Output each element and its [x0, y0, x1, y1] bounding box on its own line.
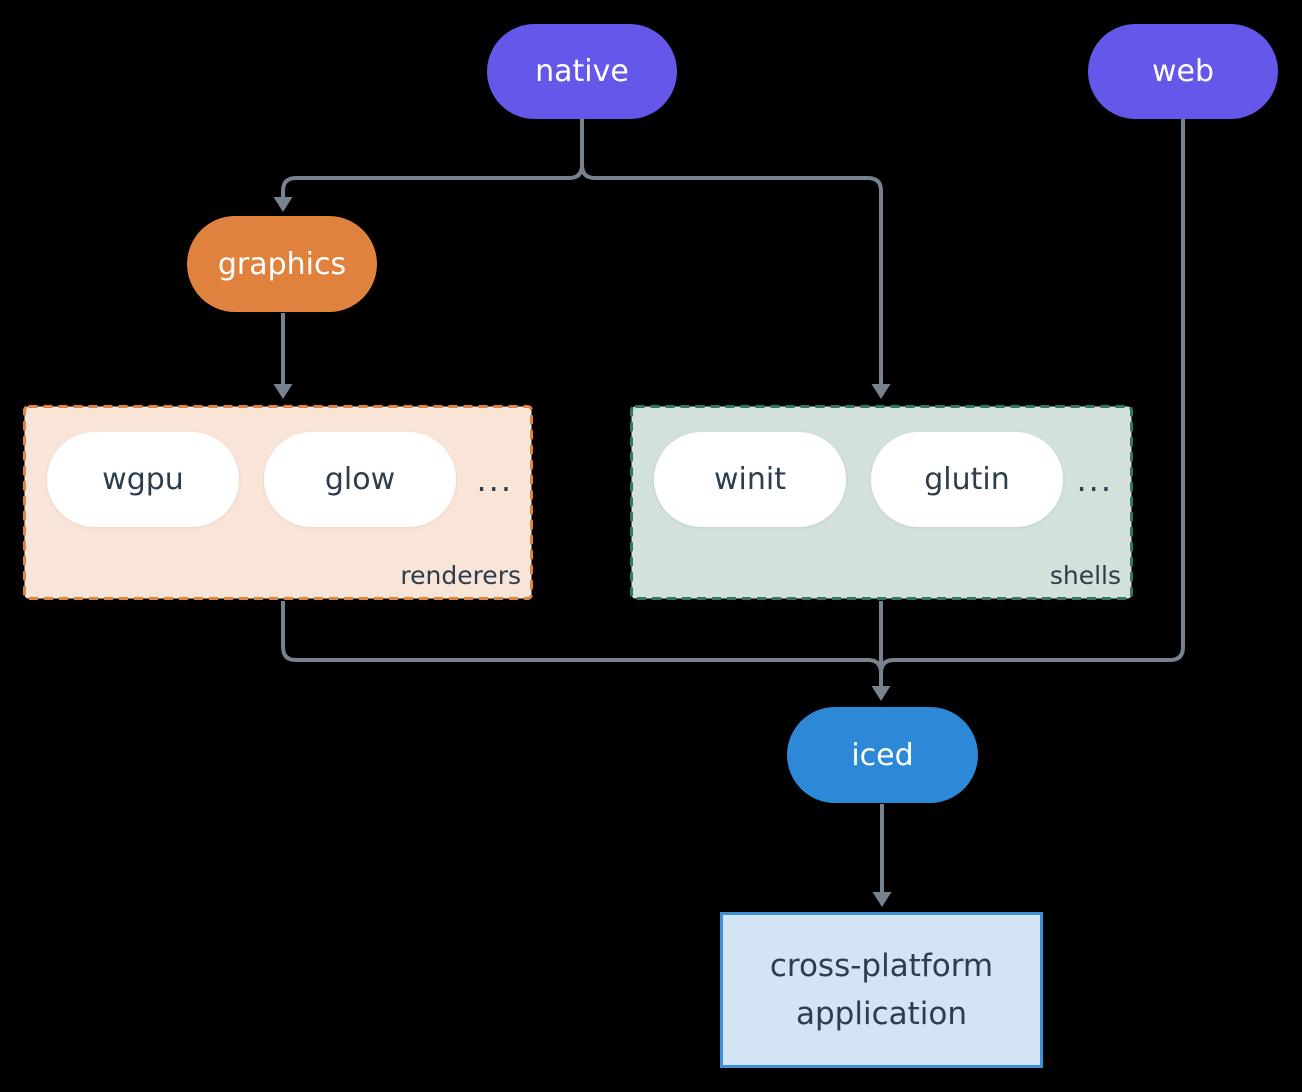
node-graphics-label: graphics — [217, 246, 347, 282]
shells-ellipsis: ... — [1076, 460, 1113, 499]
pill-glutin-label: glutin — [924, 462, 1010, 497]
arrowhead-to-application — [872, 892, 892, 907]
arrowhead-to-shells — [871, 384, 891, 399]
group-label-shells: shells — [1049, 561, 1121, 590]
node-native: native — [487, 24, 677, 119]
pill-winit: winit — [654, 432, 846, 527]
application-label: cross-platform application — [769, 948, 994, 1032]
pill-winit-label: winit — [714, 462, 786, 497]
pill-glow-label: glow — [324, 462, 396, 497]
arrowhead-to-graphics — [273, 197, 293, 212]
pill-wgpu: wgpu — [47, 432, 239, 527]
arrowhead-to-iced — [871, 686, 891, 701]
node-iced-label: iced — [851, 737, 914, 773]
group-label-renderers: renderers — [400, 561, 521, 590]
group-shells: winit glutin ... shells — [630, 405, 1133, 600]
pill-glutin: glutin — [871, 432, 1063, 527]
node-graphics: graphics — [187, 216, 377, 312]
edge-native-graphics — [281, 119, 584, 197]
node-cross-platform-application: cross-platform application — [720, 912, 1043, 1068]
node-native-label: native — [535, 54, 629, 89]
node-web: web — [1088, 24, 1278, 119]
pill-glow: glow — [264, 432, 456, 527]
node-web-label: web — [1151, 54, 1215, 89]
node-iced: iced — [787, 707, 978, 803]
edge-renderers-iced — [281, 601, 883, 674]
renderers-ellipsis: ... — [476, 460, 513, 499]
edge-native-shells — [580, 119, 883, 384]
group-renderers: wgpu glow ... renderers — [23, 405, 533, 600]
arrowhead-to-renderers — [273, 384, 293, 399]
pill-wgpu-label: wgpu — [102, 462, 184, 497]
